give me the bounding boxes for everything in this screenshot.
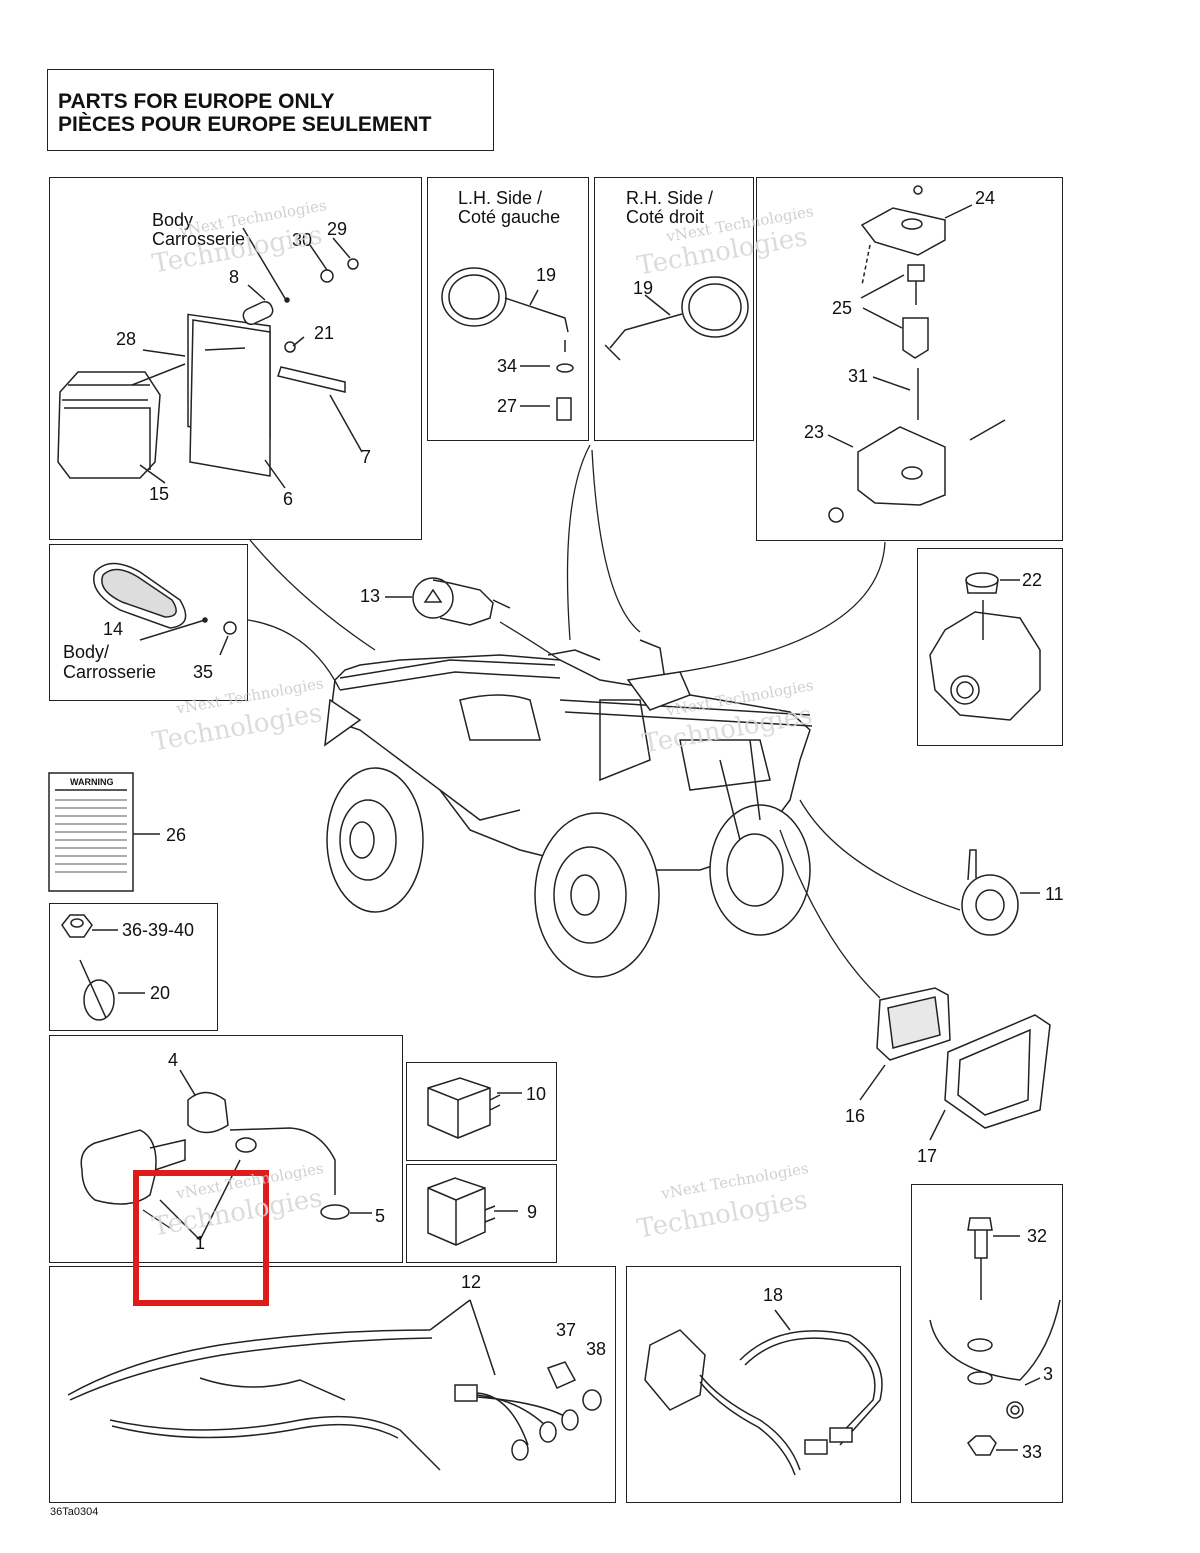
- part-label: 19: [633, 278, 654, 298]
- part-label: 22: [1022, 570, 1043, 590]
- part-label: 31: [848, 366, 869, 386]
- part-label: 6: [283, 489, 294, 509]
- warning-light-drawing: [385, 577, 511, 626]
- part-label: 33: [1022, 1442, 1043, 1462]
- body-label-rear: Body: [152, 210, 194, 230]
- title-line-2: PIÈCES POUR EUROPE SEULEMENT: [58, 113, 432, 136]
- part-label: 14: [103, 619, 124, 639]
- part-label: 26: [166, 825, 187, 845]
- harness-drawing: [67, 1299, 602, 1471]
- part-label: 30: [292, 230, 313, 250]
- warning-decal-heading: WARNING: [70, 777, 114, 787]
- part-label: 3: [1043, 1364, 1054, 1384]
- lh-mirror-drawing: [441, 267, 574, 421]
- title-line-1: PARTS FOR EUROPE ONLY: [58, 90, 335, 113]
- part-label: 7: [361, 447, 372, 467]
- rh-side-line2: Coté droit: [626, 207, 705, 227]
- rear-light-drawing: [57, 227, 363, 489]
- flasher-drawing: [427, 1177, 518, 1246]
- horn-drawing: [961, 849, 1040, 936]
- part-label: 19: [536, 265, 557, 285]
- part-label: 13: [360, 586, 381, 606]
- part-label: 15: [149, 484, 170, 504]
- part-label: 34: [497, 356, 518, 376]
- part-label: 38: [586, 1339, 607, 1359]
- part-label: 32: [1027, 1226, 1048, 1246]
- part-label: 25: [832, 298, 853, 318]
- part-label: 1: [195, 1233, 206, 1253]
- part-label: 28: [116, 329, 137, 349]
- part-label: 24: [975, 188, 996, 208]
- ignition-drawing: [827, 185, 1006, 523]
- nut-tie-drawing: [61, 914, 145, 1021]
- part-label: 9: [527, 1202, 538, 1222]
- carrosserie-label-rear: Carrosserie: [152, 229, 246, 249]
- part-label: 12: [461, 1272, 482, 1292]
- part-label: 35: [193, 662, 214, 682]
- part-label: 10: [526, 1084, 547, 1104]
- part-label: 27: [497, 396, 518, 416]
- part-label: 21: [314, 323, 335, 343]
- atv-drawing: [324, 639, 813, 978]
- part-label: 37: [556, 1320, 577, 1340]
- carburetor-drawing: [929, 572, 1041, 721]
- part-label: 8: [229, 267, 240, 287]
- drawing-code: 36Ta0304: [50, 1506, 99, 1518]
- carrosserie-label-front: Carrosserie: [63, 662, 157, 682]
- lh-side-line2: Coté gauche: [458, 207, 561, 227]
- panel-reflector: [49, 544, 248, 701]
- part-label: 18: [763, 1285, 784, 1305]
- reflector-drawing: [93, 562, 237, 656]
- rh-side-line1: R.H. Side /: [626, 188, 714, 208]
- lh-side-line1: L.H. Side /: [458, 188, 543, 208]
- switch-drawing: [644, 1309, 883, 1476]
- part-label: 29: [327, 219, 348, 239]
- part-label: 4: [168, 1050, 179, 1070]
- rh-mirror-drawing: [604, 276, 749, 361]
- part-label: 23: [804, 422, 825, 442]
- part-label: 17: [917, 1146, 938, 1166]
- part-label: 36-39-40: [122, 920, 195, 940]
- part-label: 20: [150, 983, 171, 1003]
- part-label: 11: [1045, 884, 1064, 904]
- title-box: [47, 69, 494, 151]
- leader-lines: [247, 444, 961, 999]
- headlight-drawing: [859, 987, 1051, 1141]
- body-label-front: Body/: [63, 642, 110, 662]
- part-label: 5: [375, 1206, 386, 1226]
- highlight-box: [133, 1170, 269, 1306]
- relay-drawing: [427, 1077, 522, 1139]
- bolt-drawing: [929, 1217, 1061, 1456]
- part-label: 16: [845, 1106, 866, 1126]
